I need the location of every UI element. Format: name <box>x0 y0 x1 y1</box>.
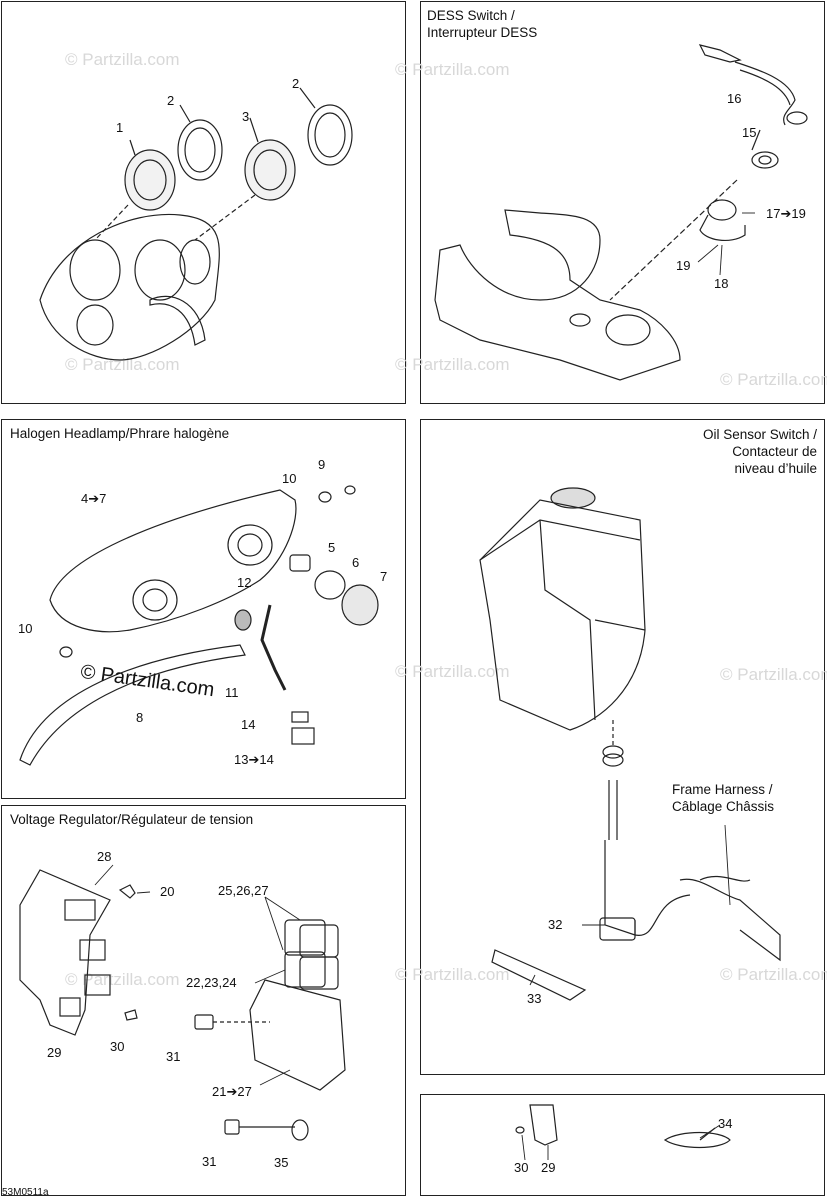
callout-label: 32 <box>548 917 563 932</box>
callout-label: 8 <box>136 710 144 725</box>
watermark: © Partzilla.com <box>720 665 827 684</box>
watermark: © Partzilla.com <box>65 355 180 374</box>
callout-label: 28 <box>97 849 112 864</box>
voltage-regulator-title: Voltage Regulator/Régulateur de tension <box>10 812 254 827</box>
panel-gauges <box>1 1 406 404</box>
callout-label: 18 <box>714 276 729 291</box>
callout-label: 2 <box>167 93 175 108</box>
fasteners-drawing <box>515 1104 731 1149</box>
watermark: © Partzilla.com <box>395 965 510 984</box>
panel-voltage-regulator <box>1 805 406 1196</box>
watermark: © Partzilla.com <box>720 965 827 984</box>
callout-label: 6 <box>352 555 360 570</box>
leader-lines <box>94 212 755 1161</box>
watermark: © Partzilla.com <box>395 60 510 79</box>
callout-label: 11 <box>225 685 239 700</box>
frame-harness-label: Frame Harness / Câblage Châssis <box>672 782 775 814</box>
callout-label: 29 <box>47 1045 62 1060</box>
callout-label: 1 <box>116 120 124 135</box>
callout-label: 19 <box>676 258 691 273</box>
callout-label: 31 <box>166 1049 181 1064</box>
callout-label: 3 <box>242 109 250 124</box>
drawing-code: 53M0511a <box>2 1187 49 1198</box>
panel-oil-sensor <box>420 419 825 1075</box>
watermark: © Partzilla.com <box>720 370 827 389</box>
callout-label: 2 <box>292 76 300 91</box>
callout-label: 10 <box>282 471 297 486</box>
panel-dess <box>420 1 825 404</box>
callout-label: 20 <box>160 884 175 899</box>
panel-fasteners <box>420 1094 825 1196</box>
callout-label: 25,26,27 <box>218 883 269 898</box>
callout-label: 14 <box>241 717 256 732</box>
callout-label: 10 <box>18 621 33 636</box>
callout-label: 22,23,24 <box>186 975 237 990</box>
callout-label: 13➔14 <box>234 752 274 767</box>
callout-label: 5 <box>328 540 336 555</box>
voltage-regulator-drawing <box>19 869 346 1141</box>
headlamp-title: Halogen Headlamp/Phrare halogène <box>10 426 230 441</box>
callout-label: 33 <box>527 991 542 1006</box>
dess-switch-drawing <box>434 44 808 381</box>
callout-label: 4➔7 <box>81 491 107 506</box>
callout-label: 35 <box>274 1155 289 1170</box>
callout-label: 17➔19 <box>766 206 806 221</box>
dess-switch-title: DESS Switch / Interrupteur DESS <box>427 8 538 40</box>
headlamp-drawing <box>19 485 379 766</box>
callout-label: 29 <box>541 1160 556 1175</box>
oil-sensor-title: Oil Sensor Switch / Contacteur de niveau… <box>702 427 817 476</box>
oil-reservoir-drawing <box>479 487 781 1001</box>
callout-label: 16 <box>727 91 742 106</box>
watermark: © Partzilla.com <box>395 662 510 681</box>
callout-label: 15 <box>742 125 757 140</box>
watermark: © Partzilla.com <box>395 355 510 374</box>
callout-label: 7 <box>380 569 388 584</box>
callout-label: 12 <box>237 575 252 590</box>
callout-label: 34 <box>718 1116 733 1131</box>
gauge-cluster-drawing <box>39 87 353 361</box>
callout-label: 31 <box>202 1154 217 1169</box>
watermark: © Partzilla.com <box>65 50 180 69</box>
callout-label: 30 <box>110 1039 125 1054</box>
callout-label: 21➔27 <box>212 1084 252 1099</box>
callout-label: 30 <box>514 1160 529 1175</box>
callout-label: 9 <box>318 457 326 472</box>
